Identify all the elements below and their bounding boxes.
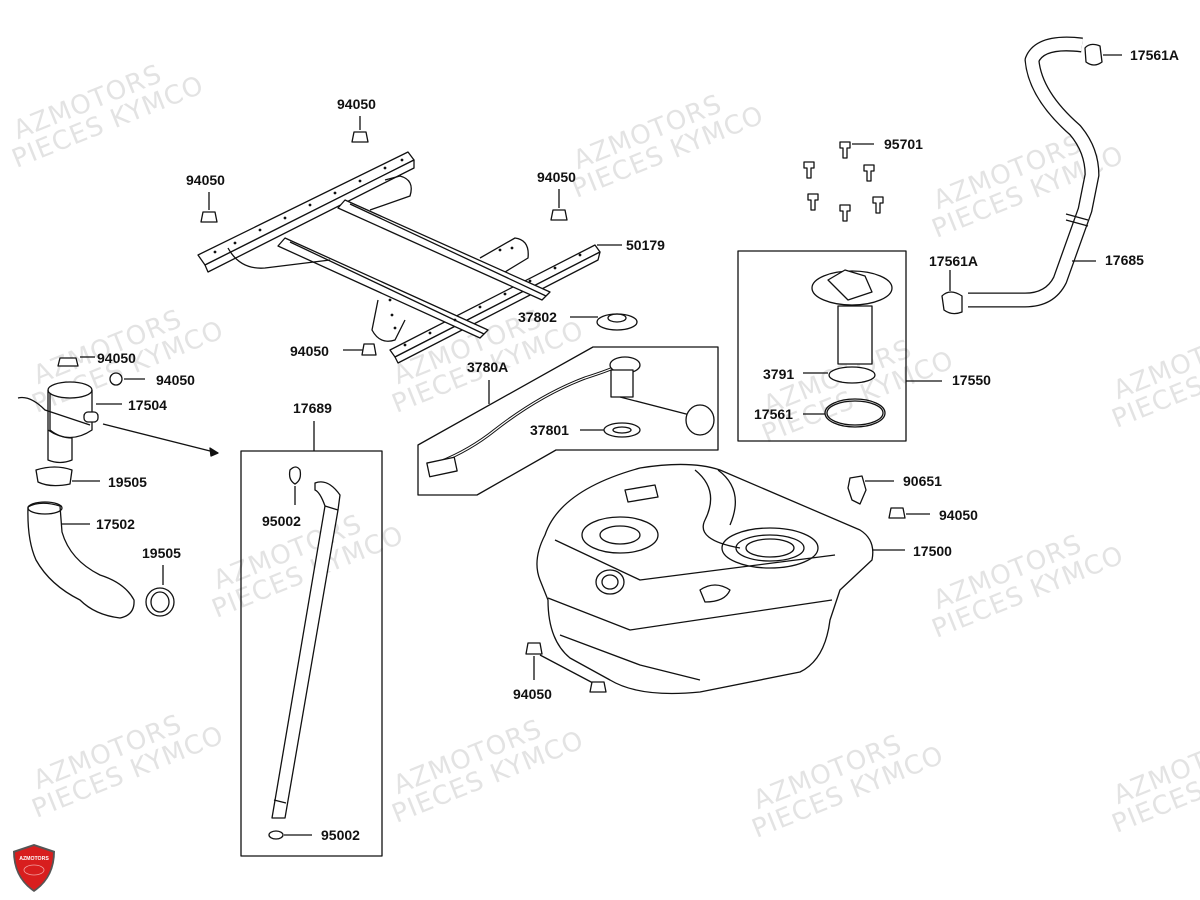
nut-94050-top bbox=[351, 116, 369, 143]
part-label-17504[interactable]: 17504 bbox=[128, 397, 167, 413]
part-label-37802[interactable]: 37802 bbox=[518, 309, 557, 325]
part-label-17685[interactable]: 17685 bbox=[1105, 252, 1144, 268]
nut-94050-left bbox=[200, 192, 218, 223]
fuel-tank-17500 bbox=[536, 463, 905, 695]
part-label-17500[interactable]: 17500 bbox=[913, 543, 952, 559]
part-label-17561A[interactable]: 17561A bbox=[1130, 47, 1180, 63]
frame-bracket bbox=[197, 151, 601, 364]
hose-17685 bbox=[941, 36, 1122, 315]
clamp-19505-lower bbox=[145, 565, 175, 617]
part-label-37801[interactable]: 37801 bbox=[530, 422, 569, 438]
azmotors-shield-logo: AZMOTORS bbox=[13, 844, 55, 892]
clip-90651 bbox=[847, 475, 894, 505]
part-label-3791[interactable]: 3791 bbox=[763, 366, 795, 382]
nut-94050-bottom bbox=[343, 343, 377, 356]
fuel-pump-box bbox=[737, 250, 942, 442]
logo-text: AZMOTORS bbox=[19, 856, 49, 862]
bolts-95701 bbox=[803, 141, 884, 222]
part-label-3780A[interactable]: 3780A bbox=[467, 359, 509, 375]
part-label-94050[interactable]: 94050 bbox=[156, 372, 195, 388]
nut-94050-right bbox=[550, 189, 568, 221]
part-label-50179[interactable]: 50179 bbox=[626, 237, 665, 253]
part-label-17561A[interactable]: 17561A bbox=[929, 253, 979, 269]
hose-17502 bbox=[27, 501, 135, 619]
part-label-94050[interactable]: 94050 bbox=[290, 343, 329, 359]
part-label-95002[interactable]: 95002 bbox=[321, 827, 360, 843]
part-label-90651[interactable]: 90651 bbox=[903, 473, 942, 489]
part-label-94050[interactable]: 94050 bbox=[186, 172, 225, 188]
part-label-17502[interactable]: 17502 bbox=[96, 516, 135, 532]
part-label-95002[interactable]: 95002 bbox=[262, 513, 301, 529]
drain-tube-box bbox=[240, 421, 383, 857]
part-label-94050[interactable]: 94050 bbox=[537, 169, 576, 185]
filler-neck-17504 bbox=[17, 356, 219, 464]
part-label-19505[interactable]: 19505 bbox=[142, 545, 181, 561]
fuel-sender-box bbox=[417, 346, 719, 496]
clamp-19505-upper bbox=[35, 466, 100, 487]
part-label-17550[interactable]: 17550 bbox=[952, 372, 991, 388]
part-label-95701[interactable]: 95701 bbox=[884, 136, 923, 152]
part-label-94050[interactable]: 94050 bbox=[337, 96, 376, 112]
part-label-94050[interactable]: 94050 bbox=[939, 507, 978, 523]
part-label-94050[interactable]: 94050 bbox=[513, 686, 552, 702]
part-label-19505[interactable]: 19505 bbox=[108, 474, 147, 490]
nut-94050-tank-bottom bbox=[525, 642, 607, 693]
washer-37802 bbox=[570, 313, 638, 331]
nut-94050-tank-right bbox=[888, 507, 930, 519]
part-label-17689[interactable]: 17689 bbox=[293, 400, 332, 416]
part-label-17561[interactable]: 17561 bbox=[754, 406, 793, 422]
part-label-94050[interactable]: 94050 bbox=[97, 350, 136, 366]
